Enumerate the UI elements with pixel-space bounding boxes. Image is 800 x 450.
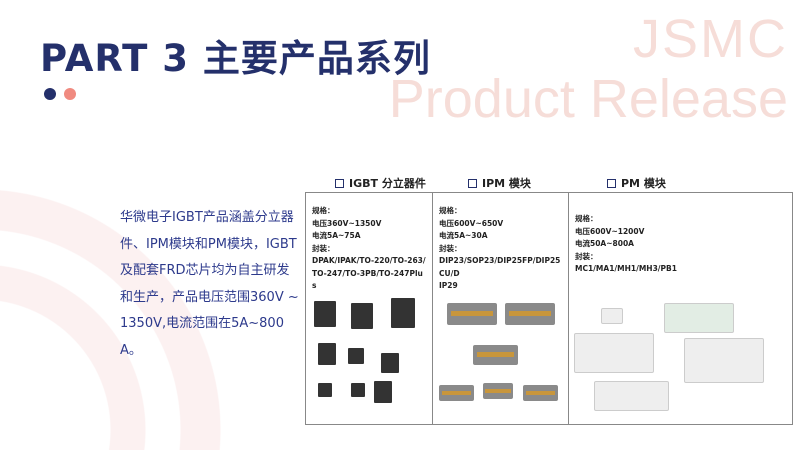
header-ipm: IPM 模块 <box>468 175 531 191</box>
spec-line: 电压600V~1200V <box>575 226 645 236</box>
product-image <box>684 338 764 383</box>
product-image <box>314 301 336 327</box>
header-label: IPM 模块 <box>482 177 531 190</box>
spec-line: TO-247/TO-3PB/TO-247Plus <box>312 268 423 291</box>
spec-line: 封装： <box>312 243 335 253</box>
spec-line: 规格： <box>439 206 462 215</box>
spec-line: 电流5A~75A <box>312 231 361 240</box>
product-image <box>351 383 365 397</box>
dot-accent <box>64 88 76 100</box>
spec-line: 封装： <box>439 243 462 253</box>
spec-line: 电流5A~30A <box>439 231 488 240</box>
product-image <box>473 345 518 365</box>
watermark-product-release: Product Release <box>388 69 788 129</box>
product-image <box>601 308 623 324</box>
spec-line: 封装： <box>575 251 598 261</box>
product-image <box>523 385 558 401</box>
dot-primary <box>44 88 56 100</box>
spec-line: 电压360V~1350V <box>312 218 382 228</box>
product-image <box>351 303 373 329</box>
product-image <box>574 333 654 373</box>
product-image <box>447 303 497 325</box>
product-image <box>348 348 364 364</box>
square-icon <box>468 178 477 188</box>
spec-line: DPAK/IPAK/TO-220/TO-263/ <box>312 256 426 265</box>
spec-line: IP29 <box>439 281 458 290</box>
header-label: PM 模块 <box>621 177 666 190</box>
watermark-jsmc: JSMC <box>633 9 788 69</box>
spec-line: 规格： <box>312 206 335 215</box>
page-title: PART 3 主要产品系列 <box>40 37 431 80</box>
description: 华微电子IGBT产品涵盖分立器件、IPM模块和PM模块，IGBT及配套FRD芯片… <box>120 210 299 358</box>
column-pm: 规格： 电压600V~1200V 电流50A~800A 封装： MC1/MA1/… <box>569 193 792 424</box>
product-image <box>374 381 392 403</box>
spec-line: MC1/MA1/MH1/MH3/PB1 <box>575 264 677 273</box>
header-pm: PM 模块 <box>607 175 666 191</box>
spec-line: 电压600V~650V <box>439 218 504 228</box>
header-igbt: IGBT 分立器件 <box>335 175 426 191</box>
product-image <box>594 381 669 411</box>
square-icon <box>607 178 616 188</box>
product-image <box>505 303 555 325</box>
header-label: IGBT 分立器件 <box>349 177 426 190</box>
spec-line: DIP23/SOP23/DIP25FP/DIP25CU/D <box>439 256 561 278</box>
product-image <box>664 303 734 333</box>
product-image <box>381 353 399 373</box>
spec-line: 电流50A~800A <box>575 239 634 248</box>
column-ipm: 规格： 电压600V~650V 电流5A~30A 封装： DIP23/SOP23… <box>433 193 569 424</box>
spec-line: 规格： <box>575 214 598 223</box>
product-image <box>318 383 332 397</box>
square-icon <box>335 178 344 188</box>
product-image <box>318 343 336 365</box>
product-image <box>391 298 415 328</box>
product-table: 规格： 电压360V~1350V 电流5A~75A 封装： DPAK/IPAK/… <box>305 192 793 425</box>
product-image <box>483 383 513 399</box>
product-image <box>439 385 474 401</box>
column-igbt: 规格： 电压360V~1350V 电流5A~75A 封装： DPAK/IPAK/… <box>306 193 433 424</box>
